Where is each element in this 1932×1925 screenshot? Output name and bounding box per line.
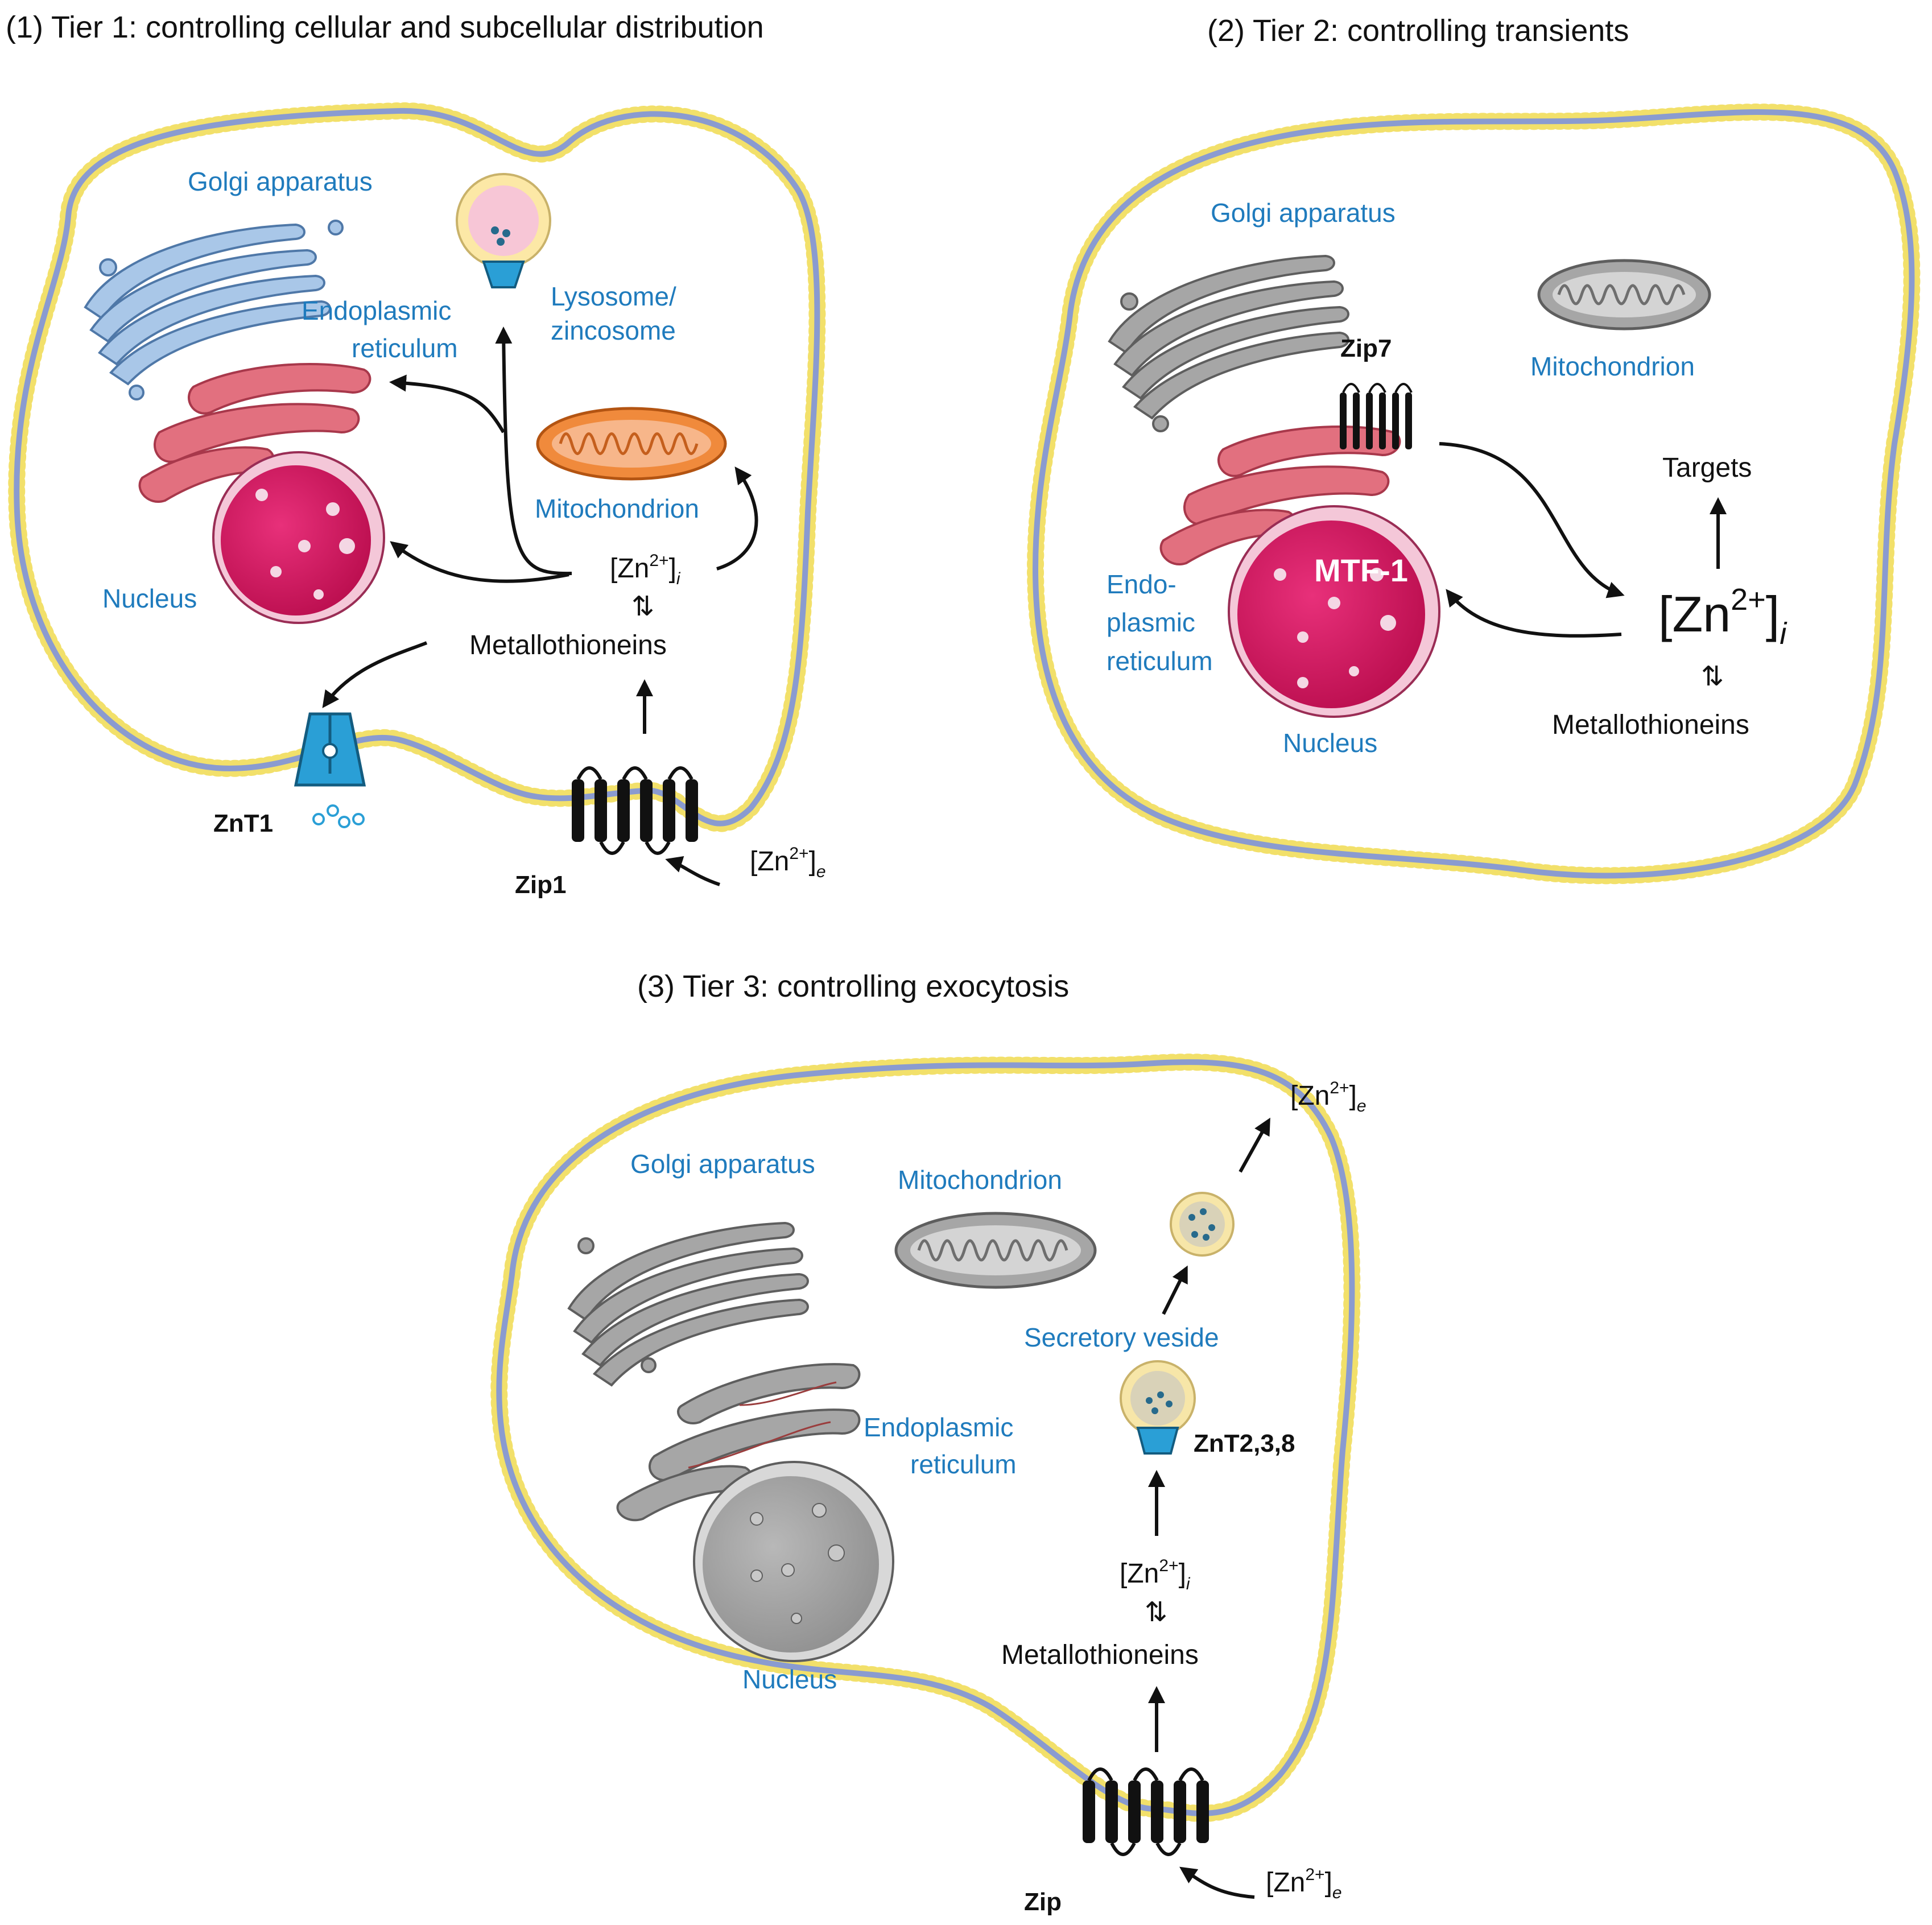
zn-i-label-2: [Zn2+]i xyxy=(1658,583,1787,651)
panel-tier3: (3) Tier 3: controlling exocytosis Golgi… xyxy=(490,969,1367,1916)
er-label-2c: reticulum xyxy=(1107,646,1213,676)
arrows-panel2 xyxy=(1439,442,1625,638)
lysosome-label-1b: zincosome xyxy=(551,316,676,345)
panel3-title: (3) Tier 3: controlling exocytosis xyxy=(637,969,1069,1003)
nucleus-3 xyxy=(693,1461,894,1662)
panel-tier2: (2) Tier 2: controlling transients Golgi… xyxy=(1026,14,1921,885)
exchange-arrows-3: ⇅ xyxy=(1145,1597,1167,1627)
golgi-label-1: Golgi apparatus xyxy=(188,167,373,196)
mtf1-label: MTF-1 xyxy=(1314,552,1408,588)
er-label-1b: reticulum xyxy=(352,333,458,363)
cell-membrane-3 xyxy=(490,1054,1361,1822)
secretory-vesicle-membrane xyxy=(1170,1192,1235,1257)
er-label-2b: plasmic xyxy=(1107,608,1195,637)
er-label-3b: reticulum xyxy=(910,1449,1017,1479)
zn-i-label-1: [Zn2+]i xyxy=(610,551,681,588)
er-label-2a: Endo- xyxy=(1107,569,1176,599)
secretory-label: Secretory veside xyxy=(1024,1323,1219,1352)
zip1-transporter xyxy=(572,766,698,855)
zn-e-bottom-label-3: [Zn2+]e xyxy=(1266,1865,1342,1902)
golgi-apparatus-2 xyxy=(1108,254,1349,432)
mito-label-3: Mitochondrion xyxy=(898,1165,1062,1195)
zip7-label: Zip7 xyxy=(1340,334,1392,362)
exchange-arrows-2: ⇅ xyxy=(1701,662,1724,692)
mito-label-2: Mitochondrion xyxy=(1530,352,1695,381)
panel-tier1: (1) Tier 1: controlling cellular and sub… xyxy=(6,10,826,899)
mito-label-1: Mitochondrion xyxy=(535,494,699,523)
golgi-label-3: Golgi apparatus xyxy=(630,1149,815,1179)
mitochondrion-1 xyxy=(536,407,727,481)
zn-e-top-label-3: [Zn2+]e xyxy=(1290,1079,1367,1116)
zip-label: Zip xyxy=(1024,1888,1062,1916)
nucleus-label-1: Nucleus xyxy=(102,584,197,613)
panel2-title: (2) Tier 2: controlling transients xyxy=(1207,14,1629,48)
targets-label: Targets xyxy=(1662,453,1752,483)
metallothioneins-label-3: Metallothioneins xyxy=(1001,1640,1199,1670)
nucleus-2 xyxy=(1228,505,1440,718)
mitochondrion-3 xyxy=(894,1212,1097,1289)
znt1-transporter xyxy=(294,712,366,828)
zip-transporter xyxy=(1083,1767,1209,1856)
golgi-apparatus-3 xyxy=(567,1221,809,1387)
zn-i-label-3: [Zn2+]i xyxy=(1120,1556,1191,1593)
znt238-vesicle xyxy=(1120,1360,1196,1455)
er-label-3a: Endoplasmic xyxy=(864,1412,1013,1442)
er-label-1a: Endoplasmic xyxy=(302,296,451,325)
arrows-panel3 xyxy=(1148,1117,1270,1899)
cell-membrane-2 xyxy=(1026,104,1921,885)
metallothioneins-label-1: Metallothioneins xyxy=(469,630,667,660)
znt238-label: ZnT2,3,8 xyxy=(1194,1430,1295,1457)
mitochondrion-2 xyxy=(1537,259,1711,331)
panel1-title: (1) Tier 1: controlling cellular and sub… xyxy=(6,10,764,44)
zn-e-label-1: [Zn2+]e xyxy=(750,844,826,881)
nucleus-label-3: Nucleus xyxy=(742,1664,837,1694)
znt1-label: ZnT1 xyxy=(213,809,273,837)
zip7-transporter xyxy=(1340,383,1413,449)
zip1-label: Zip1 xyxy=(515,871,566,899)
nucleus-1 xyxy=(212,451,385,624)
arrows-panel1 xyxy=(322,327,758,886)
endoplasmic-reticulum-1 xyxy=(138,363,371,503)
lysosome-label-1a: Lysosome/ xyxy=(551,282,676,311)
exchange-arrows-1: ⇅ xyxy=(631,592,654,622)
lysosome-1 xyxy=(456,173,551,288)
metallothioneins-label-2: Metallothioneins xyxy=(1552,710,1749,740)
golgi-apparatus-1 xyxy=(84,220,344,400)
golgi-label-2: Golgi apparatus xyxy=(1211,198,1396,228)
nucleus-label-2: Nucleus xyxy=(1283,728,1377,758)
